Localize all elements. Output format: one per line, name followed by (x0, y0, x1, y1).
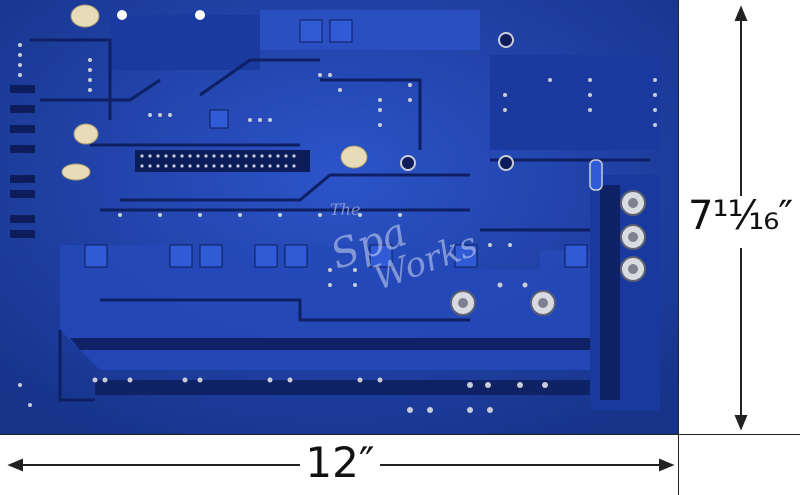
width-dimension-label: 12″ (300, 442, 380, 490)
mounting-holes (117, 10, 514, 171)
upper-right-pour (260, 10, 480, 50)
terminal-lugs (450, 159, 646, 316)
left-connector-leads (10, 85, 35, 238)
trace-bus-2 (70, 338, 610, 350)
photo-right-line (678, 0, 679, 495)
height-arrow-bottom-head (734, 415, 748, 431)
width-arrow-left-head (7, 458, 23, 472)
trace-bus-1 (95, 380, 620, 395)
ribbon-header (135, 150, 310, 172)
width-arrow-right-head (659, 458, 675, 472)
circuit-board-svg: The Spa Works (0, 0, 678, 434)
upper-pour (110, 15, 260, 70)
photo-bottom-line (0, 434, 800, 435)
solder-vias (18, 43, 657, 413)
relay-pads (84, 19, 588, 268)
nylon-standoffs (61, 4, 368, 181)
trace-group (30, 38, 650, 402)
relay-block-region (490, 55, 660, 150)
height-arrow-top-head (734, 5, 748, 21)
power-rail-trace (600, 185, 620, 400)
watermark-line1: The (330, 200, 360, 219)
header-pins (140, 154, 296, 168)
circuit-board-photo: The Spa Works (0, 0, 678, 434)
height-dimension-label: 7¹¹⁄₁₆″ (688, 196, 796, 246)
